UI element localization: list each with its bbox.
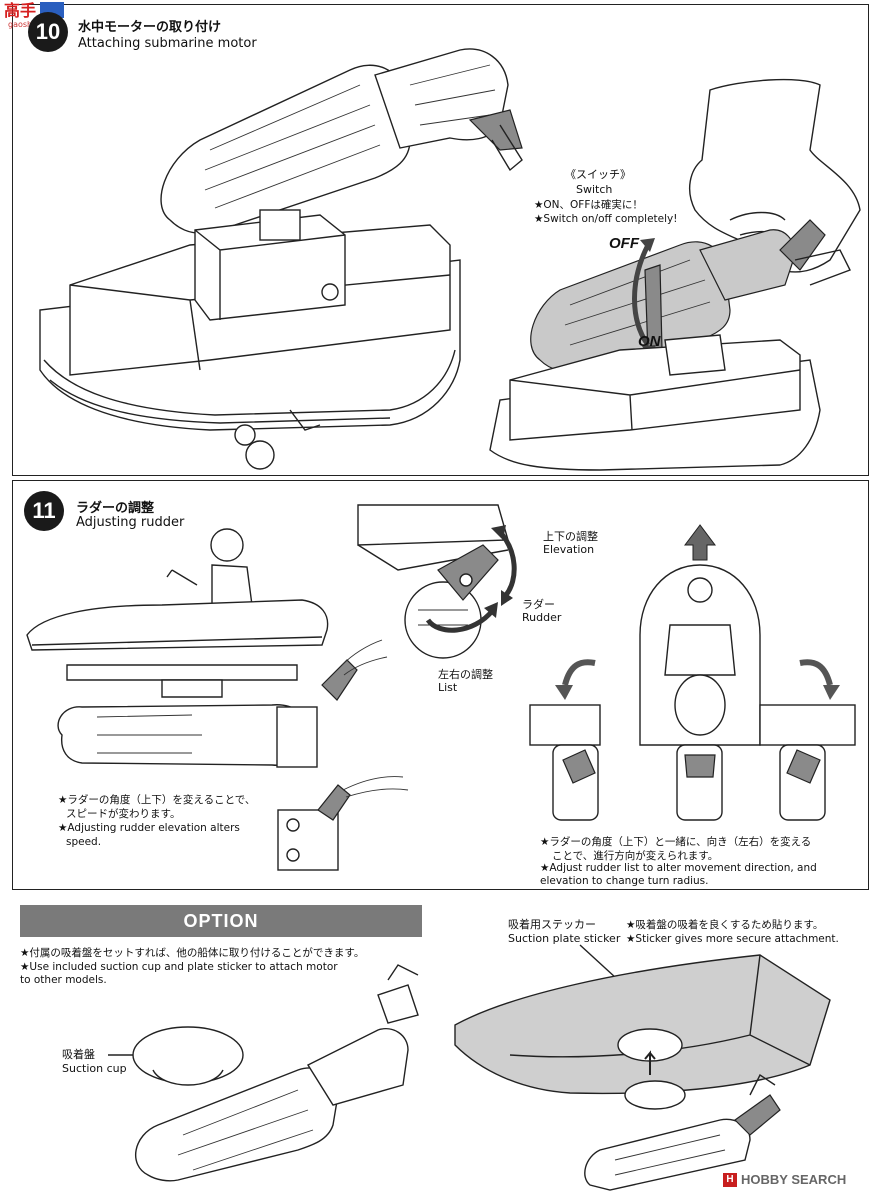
elevation-label-jp: 上下の調整 — [543, 530, 598, 543]
sticker-note-en: ★Sticker gives more secure attachment. — [626, 933, 839, 945]
hand-illustration — [688, 78, 861, 273]
sticker-label-jp: 吸着用ステッカー — [508, 918, 596, 931]
cup-label-en: Suction cup — [62, 1062, 127, 1075]
step11-note2-en-2: elevation to change turn radius. — [540, 875, 709, 887]
rudder-closeup-illustration — [357, 504, 517, 659]
suction-cup-motor-illustration — [108, 964, 419, 1182]
step11-note1-en-2: speed. — [66, 836, 102, 848]
off-label: OFF — [609, 235, 639, 252]
on-label: ON — [638, 333, 661, 350]
sticker-note-jp: ★吸着盤の吸着を良くするため貼ります。 — [626, 919, 824, 931]
option-header-text: OPTION — [183, 910, 259, 931]
option-note-jp: ★付属の吸着盤をセットすれば、他の船体に取り付けることができます。 — [20, 947, 365, 959]
list-label-jp: 左右の調整 — [438, 668, 493, 681]
jetski-side-illustration — [26, 528, 388, 768]
step10-title-jp: 水中モーターの取り付け — [78, 20, 222, 35]
rudder-label-en: Rudder — [522, 611, 562, 624]
rudder-label-jp: ラダー — [522, 598, 555, 611]
step10-title-en: Attaching submarine motor — [78, 36, 257, 51]
hobbysearch-logo-icon: H — [723, 1172, 737, 1187]
option-note-en-2: to other models. — [20, 974, 107, 986]
boat-with-motor-illustration — [39, 48, 523, 470]
step11-note1-en-1: ★Adjusting rudder elevation alters — [58, 822, 240, 834]
switch-label-en: Switch — [576, 183, 613, 196]
step10-number: 10 — [28, 12, 68, 52]
cup-label-jp: 吸着盤 — [62, 1048, 95, 1061]
step11-note1-jp-1: ★ラダーの角度（上下）を変えることで、 — [58, 794, 256, 806]
step11-title-jp: ラダーの調整 — [76, 501, 155, 516]
sticker-label-en: Suction plate sticker — [508, 932, 621, 945]
step11-note2-jp-1: ★ラダーの角度（上下）と一緒に、向き（左右）を変える — [540, 836, 812, 848]
step11-number: 11 — [24, 491, 64, 531]
svg-text:高手: 高手 — [4, 1, 36, 20]
rudder-detail-small-illustration — [277, 776, 409, 871]
option-note-en-1: ★Use included suction cup and plate stic… — [20, 961, 338, 973]
step11-note2-jp-2: ことで、進行方向が変えられます。 — [552, 850, 719, 862]
hull-with-sticker-illustration — [454, 944, 831, 1191]
motor-illustration — [160, 48, 523, 234]
boat-hull-illustration — [39, 209, 461, 470]
footer-logo: H HOBBY SEARCH — [723, 1172, 846, 1187]
step11-note1-jp-2: スピードが変わります。 — [66, 808, 181, 820]
steering-direction-illustration — [529, 524, 856, 821]
option-header: OPTION — [20, 905, 422, 937]
elevation-label-en: Elevation — [543, 543, 595, 556]
switch-label-jp: 《スイッチ》 — [565, 168, 631, 181]
step11-title-en: Adjusting rudder — [76, 515, 185, 530]
switch-note-jp: ★ON、OFFは確実に！ — [534, 199, 643, 211]
switch-note-en: ★Switch on/off completely! — [534, 213, 678, 225]
list-label-en: List — [438, 681, 458, 694]
step11-note2-en-1: ★Adjust rudder list to alter movement di… — [540, 862, 817, 874]
switch-operation-illustration — [489, 78, 861, 471]
